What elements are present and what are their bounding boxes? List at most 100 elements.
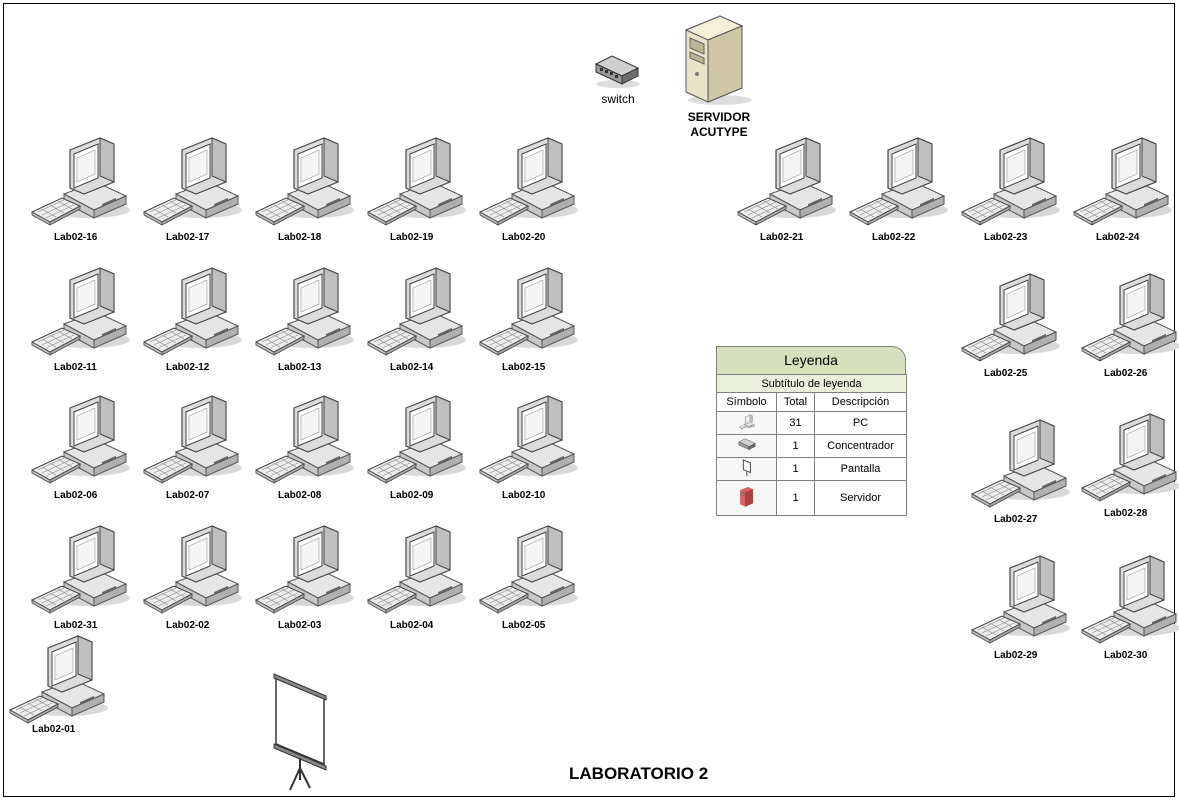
computer-label: Lab02-19 — [390, 232, 434, 243]
pc-icon — [138, 520, 248, 620]
pc-icon — [250, 520, 360, 620]
legend: Leyenda Subtítulo de leyenda Símbolo Tot… — [715, 346, 908, 516]
computer-node: Lab02-10 — [474, 390, 584, 510]
pc-icon — [26, 132, 136, 232]
computer-label: Lab02-22 — [872, 232, 916, 243]
server-label-line-2: ACUTYPE — [690, 125, 748, 139]
legend-symbol — [716, 457, 777, 481]
legend-title: Leyenda — [716, 346, 906, 374]
computer-label: Lab02-25 — [984, 368, 1028, 379]
pc-icon — [138, 132, 248, 232]
computer-node: Lab02-08 — [250, 390, 360, 510]
computer-label: Lab02-20 — [502, 232, 546, 243]
legend-row: 1 Concentrador — [716, 434, 908, 458]
computer-node: Lab02-24 — [1068, 132, 1178, 252]
computer-label: Lab02-02 — [166, 620, 210, 631]
switch-label: switch — [601, 92, 635, 106]
pc-icon — [956, 132, 1066, 232]
projector-screen — [266, 672, 346, 796]
diagram-title: LABORATORIO 2 — [569, 764, 709, 783]
switch-icon — [594, 55, 640, 88]
computer-node: Lab02-22 — [844, 132, 954, 252]
computer-label: Lab02-12 — [166, 362, 210, 373]
pc-icon — [474, 520, 584, 620]
computer-node: Lab02-05 — [474, 520, 584, 640]
legend-col-total: Total — [776, 392, 815, 412]
diagram-canvas: switch SERVIDOR ACUTYPE Lab02-16 Lab02-17… — [3, 3, 1175, 797]
computer-node: Lab02-07 — [138, 390, 248, 510]
computer-node: Lab02-06 — [26, 390, 136, 510]
legend-row: 1 Pantalla — [716, 457, 908, 481]
computer-label: Lab02-23 — [984, 232, 1028, 243]
server-label-line-1: SERVIDOR — [687, 110, 751, 124]
computer-node: Lab02-27 — [966, 414, 1076, 534]
pc-icon — [738, 413, 756, 431]
screen-icon — [273, 673, 327, 791]
legend-description: Servidor — [813, 480, 908, 516]
pc-icon — [362, 132, 472, 232]
computer-node: Lab02-26 — [1076, 268, 1179, 388]
legend-table: Subtítulo de leyenda Símbolo Total Descr… — [715, 374, 908, 516]
pc-icon — [362, 262, 472, 362]
pc-icon — [966, 414, 1076, 514]
computer-node: Lab02-16 — [26, 132, 136, 252]
computer-label: Lab02-06 — [54, 490, 98, 501]
computer-label: Lab02-28 — [1104, 508, 1148, 519]
computer-label: Lab02-27 — [994, 514, 1038, 525]
legend-description: Concentrador — [813, 434, 908, 458]
computer-node: Lab02-19 — [362, 132, 472, 252]
legend-total: 1 — [776, 434, 815, 458]
pc-icon — [966, 550, 1076, 650]
computer-node: Lab02-21 — [732, 132, 842, 252]
pc-icon — [474, 132, 584, 232]
computer-label: Lab02-18 — [278, 232, 322, 243]
pc-icon — [26, 390, 136, 490]
pc-icon — [138, 390, 248, 490]
computer-label: Lab02-04 — [390, 620, 434, 631]
screen-icon — [742, 458, 751, 476]
computer-label: Lab02-15 — [502, 362, 546, 373]
computer-label: Lab02-13 — [278, 362, 322, 373]
computer-label: Lab02-17 — [166, 232, 210, 243]
computer-node: Lab02-25 — [956, 268, 1066, 388]
pc-icon — [250, 132, 360, 232]
computer-node: Lab02-09 — [362, 390, 472, 510]
legend-row: 1 Servidor — [716, 480, 908, 516]
computer-label: Lab02-14 — [390, 362, 434, 373]
server-icon — [739, 486, 753, 507]
legend-col-symbol: Símbolo — [716, 392, 777, 412]
computer-label: Lab02-10 — [502, 490, 546, 501]
computer-node: Lab02-18 — [250, 132, 360, 252]
server-icon — [684, 15, 752, 105]
computer-label: Lab02-31 — [54, 620, 98, 631]
computer-label: Lab02-08 — [278, 490, 322, 501]
legend-symbol — [716, 434, 777, 458]
computer-label: Lab02-16 — [54, 232, 98, 243]
computer-label: Lab02-07 — [166, 490, 210, 501]
pc-icon — [4, 630, 114, 730]
computer-label: Lab02-11 — [54, 362, 97, 373]
computer-node: Lab02-23 — [956, 132, 1066, 252]
pc-icon — [474, 390, 584, 490]
computer-node: Lab02-14 — [362, 262, 472, 382]
computer-node: Lab02-03 — [250, 520, 360, 640]
computer-node: Lab02-30 — [1076, 550, 1179, 670]
legend-description: Pantalla — [813, 457, 908, 481]
legend-symbol — [716, 411, 777, 435]
server-label: SERVIDOR ACUTYPE — [664, 110, 774, 140]
pc-icon — [26, 520, 136, 620]
legend-total: 31 — [776, 411, 815, 435]
computer-label: Lab02-21 — [760, 232, 804, 243]
computer-node: Lab02-01 — [4, 630, 114, 750]
pc-icon — [250, 390, 360, 490]
computer-node: Lab02-13 — [250, 262, 360, 382]
server-device: SERVIDOR ACUTYPE — [664, 14, 774, 154]
computer-node: Lab02-28 — [1076, 408, 1179, 528]
pc-icon — [1068, 132, 1178, 232]
computer-label: Lab02-30 — [1104, 650, 1148, 661]
computer-label: Lab02-09 — [390, 490, 434, 501]
switch-device: switch — [590, 54, 650, 114]
pc-icon — [956, 268, 1066, 368]
pc-icon — [1076, 550, 1179, 650]
computer-label: Lab02-01 — [32, 724, 76, 735]
